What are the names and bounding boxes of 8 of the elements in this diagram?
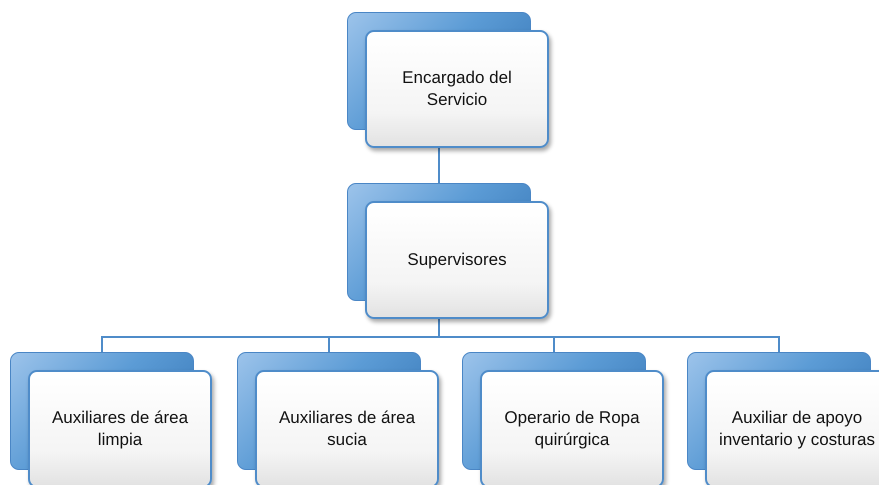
connector-line <box>438 319 780 352</box>
role-label: Supervisores <box>407 248 507 271</box>
role-label: Auxiliares de área limpia <box>50 406 190 451</box>
role-label: Auxiliar de apoyo inventario y costuras <box>718 406 876 451</box>
connector-line <box>438 148 440 183</box>
role-label: Encargado del Servicio <box>401 66 513 111</box>
role-label: Operario de Ropa quirúrgica <box>503 406 641 451</box>
role-label: Auxiliares de área sucia <box>278 406 416 451</box>
